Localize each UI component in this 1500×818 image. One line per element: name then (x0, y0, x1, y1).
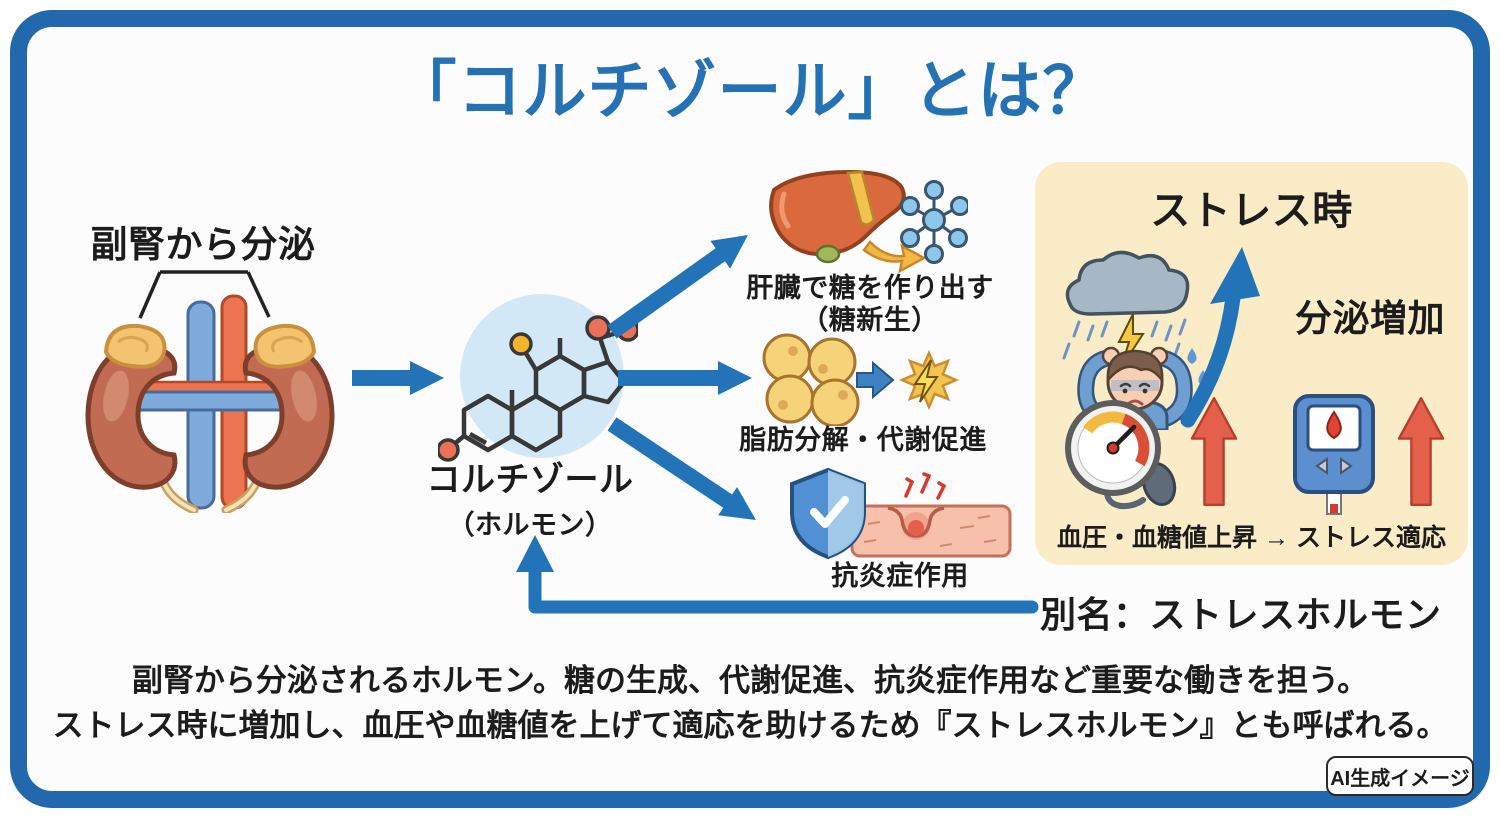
rise-arrow-icon (1397, 397, 1445, 506)
effect-lipolysis-label: 脂肪分解・代謝促進 (739, 425, 987, 455)
oxygen-atom (585, 315, 611, 341)
sweat-drop-icon (1198, 370, 1208, 386)
molecule-background-circle (460, 294, 624, 458)
ai-generated-badge: AI生成イメージ (1326, 756, 1474, 796)
hormone-label: コルチゾール （ホルモン） (408, 452, 652, 542)
glucose-meter-icon (1293, 394, 1375, 515)
hair (1106, 349, 1164, 384)
adrenal-gland-right (253, 323, 317, 369)
shield-inflammation-icon (790, 467, 1012, 560)
hormone-name: コルチゾール (426, 461, 634, 499)
liver-icon (769, 169, 906, 257)
rise-arrow-icon (1190, 397, 1238, 506)
effect-antiinflammatory-label: 抗炎症作用 (831, 561, 969, 591)
cortisol-molecule-illustration (438, 294, 638, 462)
rain-icon (1062, 318, 1187, 360)
stress-panel: ストレス時 (1035, 162, 1468, 565)
pain-sparks-icon (904, 472, 947, 500)
stress-panel-title: ストレス時 (1150, 189, 1353, 233)
blood-pressure-gauge-icon (1065, 400, 1177, 510)
hormone-subtitle: （ホルモン） (447, 510, 613, 540)
blood-drop-icon (1326, 410, 1342, 440)
glucose-molecule-icon (900, 180, 968, 264)
description-line1: 副腎から分泌されるホルモン。糖の生成、代謝促進、抗炎症作用など重要な働きを担う。 (131, 663, 1369, 698)
alias-label: 別名：ストレスホルモン (1040, 594, 1442, 635)
oxygen-atom (616, 318, 638, 342)
steroid-skeleton (450, 329, 627, 453)
conversion-arrow-icon (862, 240, 927, 274)
effect-gluconeogenesis-label: 肝臓で糖を作り出す （糖新生） (746, 273, 994, 335)
conversion-arrow-icon (856, 360, 895, 400)
adrenal-source-label: 副腎から分泌 (90, 224, 316, 265)
sweat-drop-icon (1187, 348, 1197, 364)
kidney-left (85, 323, 178, 490)
checkmark-icon (810, 496, 849, 528)
liver-to-glucose-icon (769, 169, 968, 274)
kidney-right (242, 323, 335, 490)
fat-cells-icon (762, 333, 860, 426)
page-title: 「コルチゾール」とは？ (392, 55, 1108, 127)
description-line2: ストレス時に増加し、血圧や血糖値を上げて適応を助けるため『ストレスホルモン』とも… (52, 708, 1448, 743)
bp-glucose-caption: 血圧・血糖値上昇 → ストレス適応 (1057, 524, 1446, 552)
fat-cells-energy-icon (762, 333, 960, 426)
hydroxyl-atom (509, 332, 533, 356)
secretion-increase-label: 分泌増加 (1295, 298, 1445, 339)
oxygen-atom (438, 438, 460, 462)
renal-vein (122, 390, 298, 412)
storm-cloud-icon (1065, 250, 1190, 316)
lightning-bolt-icon (913, 359, 939, 403)
stressed-person (1077, 346, 1193, 430)
adrenal-gland-left (103, 323, 167, 369)
kidneys-adrenal-illustration (85, 294, 335, 513)
gallbladder (815, 244, 841, 264)
